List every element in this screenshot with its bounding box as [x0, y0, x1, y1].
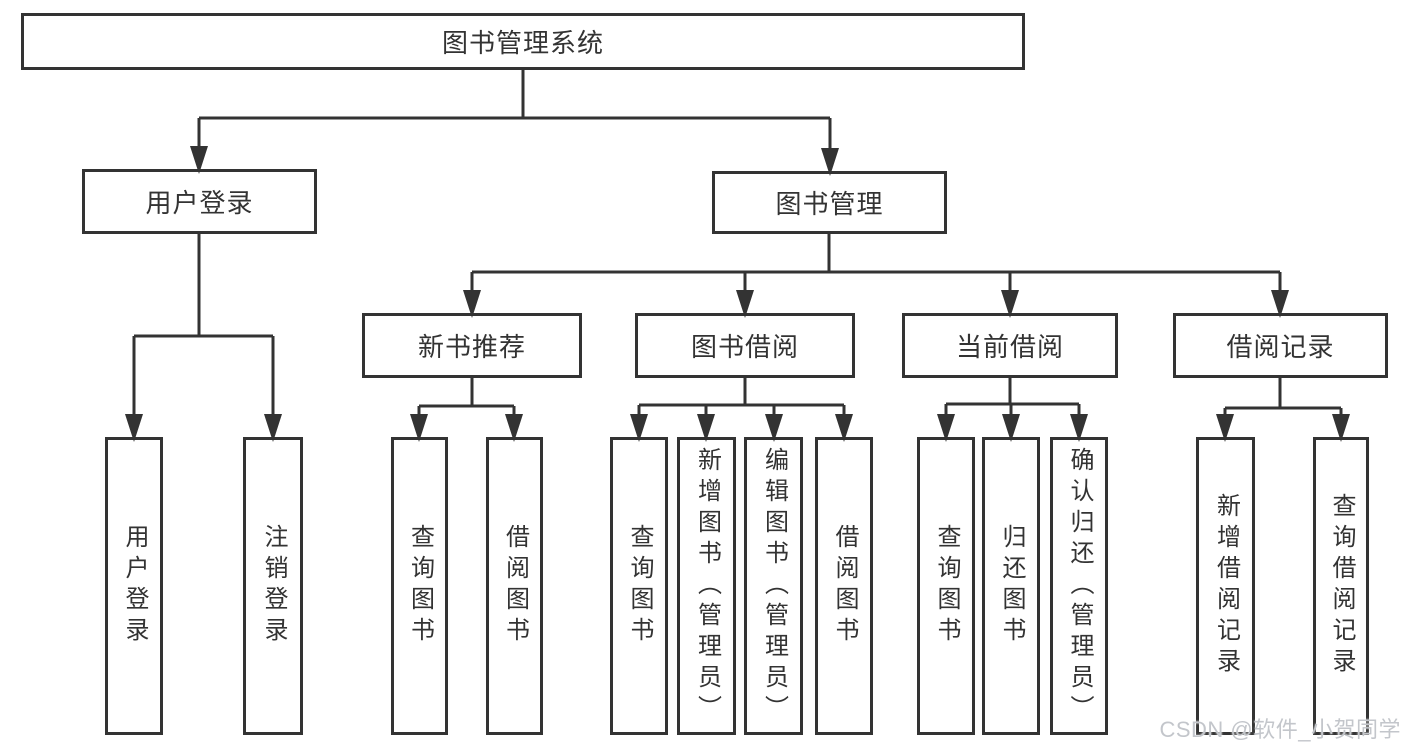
node-user-login-leaf: 用户登录	[105, 437, 163, 735]
node-borrow-books-leaf: 借阅图书	[815, 437, 873, 735]
node-label: 查询借阅记录	[1328, 493, 1355, 679]
node-add-borrow-record: 新增借阅记录	[1196, 437, 1255, 735]
node-return-books: 归还图书	[982, 437, 1040, 735]
node-current-borrowing: 当前借阅	[902, 313, 1118, 378]
node-label: 注销登录	[260, 524, 287, 648]
node-label: 用户登录	[121, 524, 148, 648]
node-label: 借阅图书	[831, 524, 858, 648]
node-label: 新增借阅记录	[1212, 493, 1240, 679]
node-borrow-books-recommend: 借阅图书	[486, 437, 543, 735]
node-label: 查询图书	[626, 524, 653, 648]
node-label: 借阅记录	[1226, 332, 1335, 362]
node-query-books-current: 查询图书	[917, 437, 975, 735]
watermark: CSDN @软件_小贺同学	[1159, 717, 1401, 742]
node-label: 图书管理	[775, 189, 884, 219]
node-confirm-return-admin: 确认归还（管理员）	[1050, 437, 1108, 735]
node-label: 编辑图书（管理员）	[760, 446, 788, 726]
node-new-book-recommendation: 新书推荐	[362, 313, 582, 378]
node-query-books-recommend: 查询图书	[391, 437, 448, 735]
node-library-system: 图书管理系统	[21, 13, 1025, 70]
node-logout-leaf: 注销登录	[243, 437, 303, 735]
node-label: 当前借阅	[955, 332, 1064, 362]
node-book-management: 图书管理	[712, 171, 947, 234]
node-label: 用户登录	[145, 188, 254, 218]
node-add-books-admin: 新增图书（管理员）	[677, 437, 736, 735]
node-label: 确认归还（管理员）	[1066, 446, 1093, 726]
node-user-login: 用户登录	[82, 169, 317, 234]
node-label: 借阅图书	[501, 524, 529, 648]
node-query-borrow-record: 查询借阅记录	[1313, 437, 1369, 735]
node-borrowing-records: 借阅记录	[1173, 313, 1388, 378]
node-label: 新书推荐	[417, 332, 526, 362]
node-label: 图书管理系统	[441, 28, 604, 58]
node-label: 查询图书	[933, 524, 960, 648]
node-label: 查询图书	[406, 524, 434, 648]
node-edit-books-admin: 编辑图书（管理员）	[744, 437, 803, 735]
node-label: 图书借阅	[690, 332, 799, 362]
node-label: 归还图书	[998, 524, 1025, 648]
node-book-borrowing: 图书借阅	[635, 313, 855, 378]
node-query-books-borrowing: 查询图书	[610, 437, 668, 735]
node-label: 新增图书（管理员）	[693, 446, 721, 726]
